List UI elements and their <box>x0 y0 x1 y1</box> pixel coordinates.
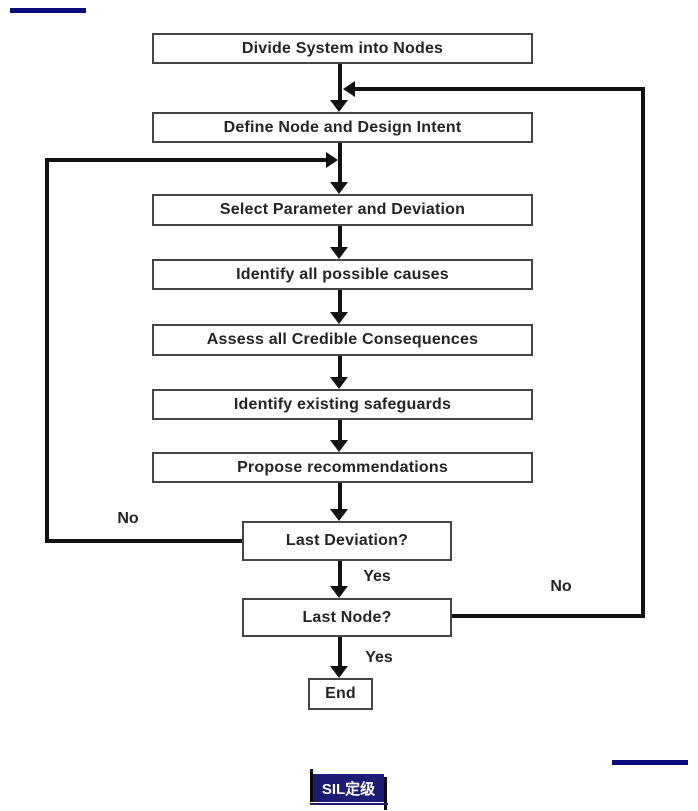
flow-box-assess-all-credible-consequences: Assess all Credible Consequences <box>152 324 533 356</box>
loop-line-last-deviation-no-bottom <box>45 539 242 543</box>
flow-box-identify-existing-safeguards: Identify existing safeguards <box>152 389 533 420</box>
arrowhead-down-into-causes <box>330 247 348 259</box>
flow-box-propose-recommendations: Propose recommendations <box>152 452 533 483</box>
arrow-line-safeguards-to-recommendations <box>338 420 342 440</box>
arrowhead-right-merge-into-select-arrow <box>326 152 338 168</box>
arrowhead-down-into-safeguards <box>330 377 348 389</box>
flow-box-end: End <box>308 678 373 710</box>
arrow-line-define-to-select <box>338 143 342 182</box>
loop-line-last-deviation-no-top <box>45 158 326 162</box>
sil-rating-link[interactable]: SIL定级 <box>313 774 384 802</box>
flow-box-define-node-and-design-intent: Define Node and Design Intent <box>152 112 533 143</box>
badge-underline <box>310 803 388 805</box>
arrow-line-recommendations-to-last-deviation <box>338 483 342 509</box>
flow-box-divide-system-into-nodes: Divide System into Nodes <box>152 33 533 64</box>
arrow-line-divide-to-define <box>338 64 342 100</box>
arrow-line-last-deviation-to-last-node <box>338 561 342 586</box>
bottom-right-accent-line <box>612 760 688 765</box>
label-yes-last-node: Yes <box>365 649 393 666</box>
loop-line-last-node-no-vertical <box>641 87 645 618</box>
arrow-line-select-to-causes <box>338 226 342 247</box>
label-no-last-node: No <box>550 578 572 595</box>
arrowhead-left-merge-into-define-arrow <box>343 81 355 97</box>
arrowhead-down-into-end <box>330 666 348 678</box>
arrowhead-down-into-last-deviation <box>330 509 348 521</box>
arrowhead-down-into-recommendations <box>330 440 348 452</box>
loop-line-last-node-no-top <box>355 87 645 91</box>
flow-box-identify-all-possible-causes: Identify all possible causes <box>152 259 533 290</box>
arrow-line-last-node-to-end <box>338 637 342 666</box>
arrow-line-causes-to-consequences <box>338 290 342 312</box>
arrowhead-down-into-define <box>330 100 348 112</box>
loop-line-last-deviation-no-vertical <box>45 158 49 543</box>
flow-box-select-parameter-and-deviation: Select Parameter and Deviation <box>152 194 533 226</box>
arrow-line-consequences-to-safeguards <box>338 356 342 377</box>
arrowhead-down-into-select <box>330 182 348 194</box>
label-yes-last-deviation: Yes <box>363 568 391 585</box>
arrowhead-down-into-last-node <box>330 586 348 598</box>
flow-box-last-deviation-decision: Last Deviation? <box>242 521 452 561</box>
arrowhead-down-into-consequences <box>330 312 348 324</box>
flow-box-last-node-decision: Last Node? <box>242 598 452 637</box>
badge-edge-mark-right <box>384 777 387 810</box>
top-left-accent-line <box>10 8 86 13</box>
badge-edge-mark-left <box>310 769 313 802</box>
loop-line-last-node-no-bottom <box>452 614 645 618</box>
label-no-last-deviation: No <box>117 510 139 527</box>
